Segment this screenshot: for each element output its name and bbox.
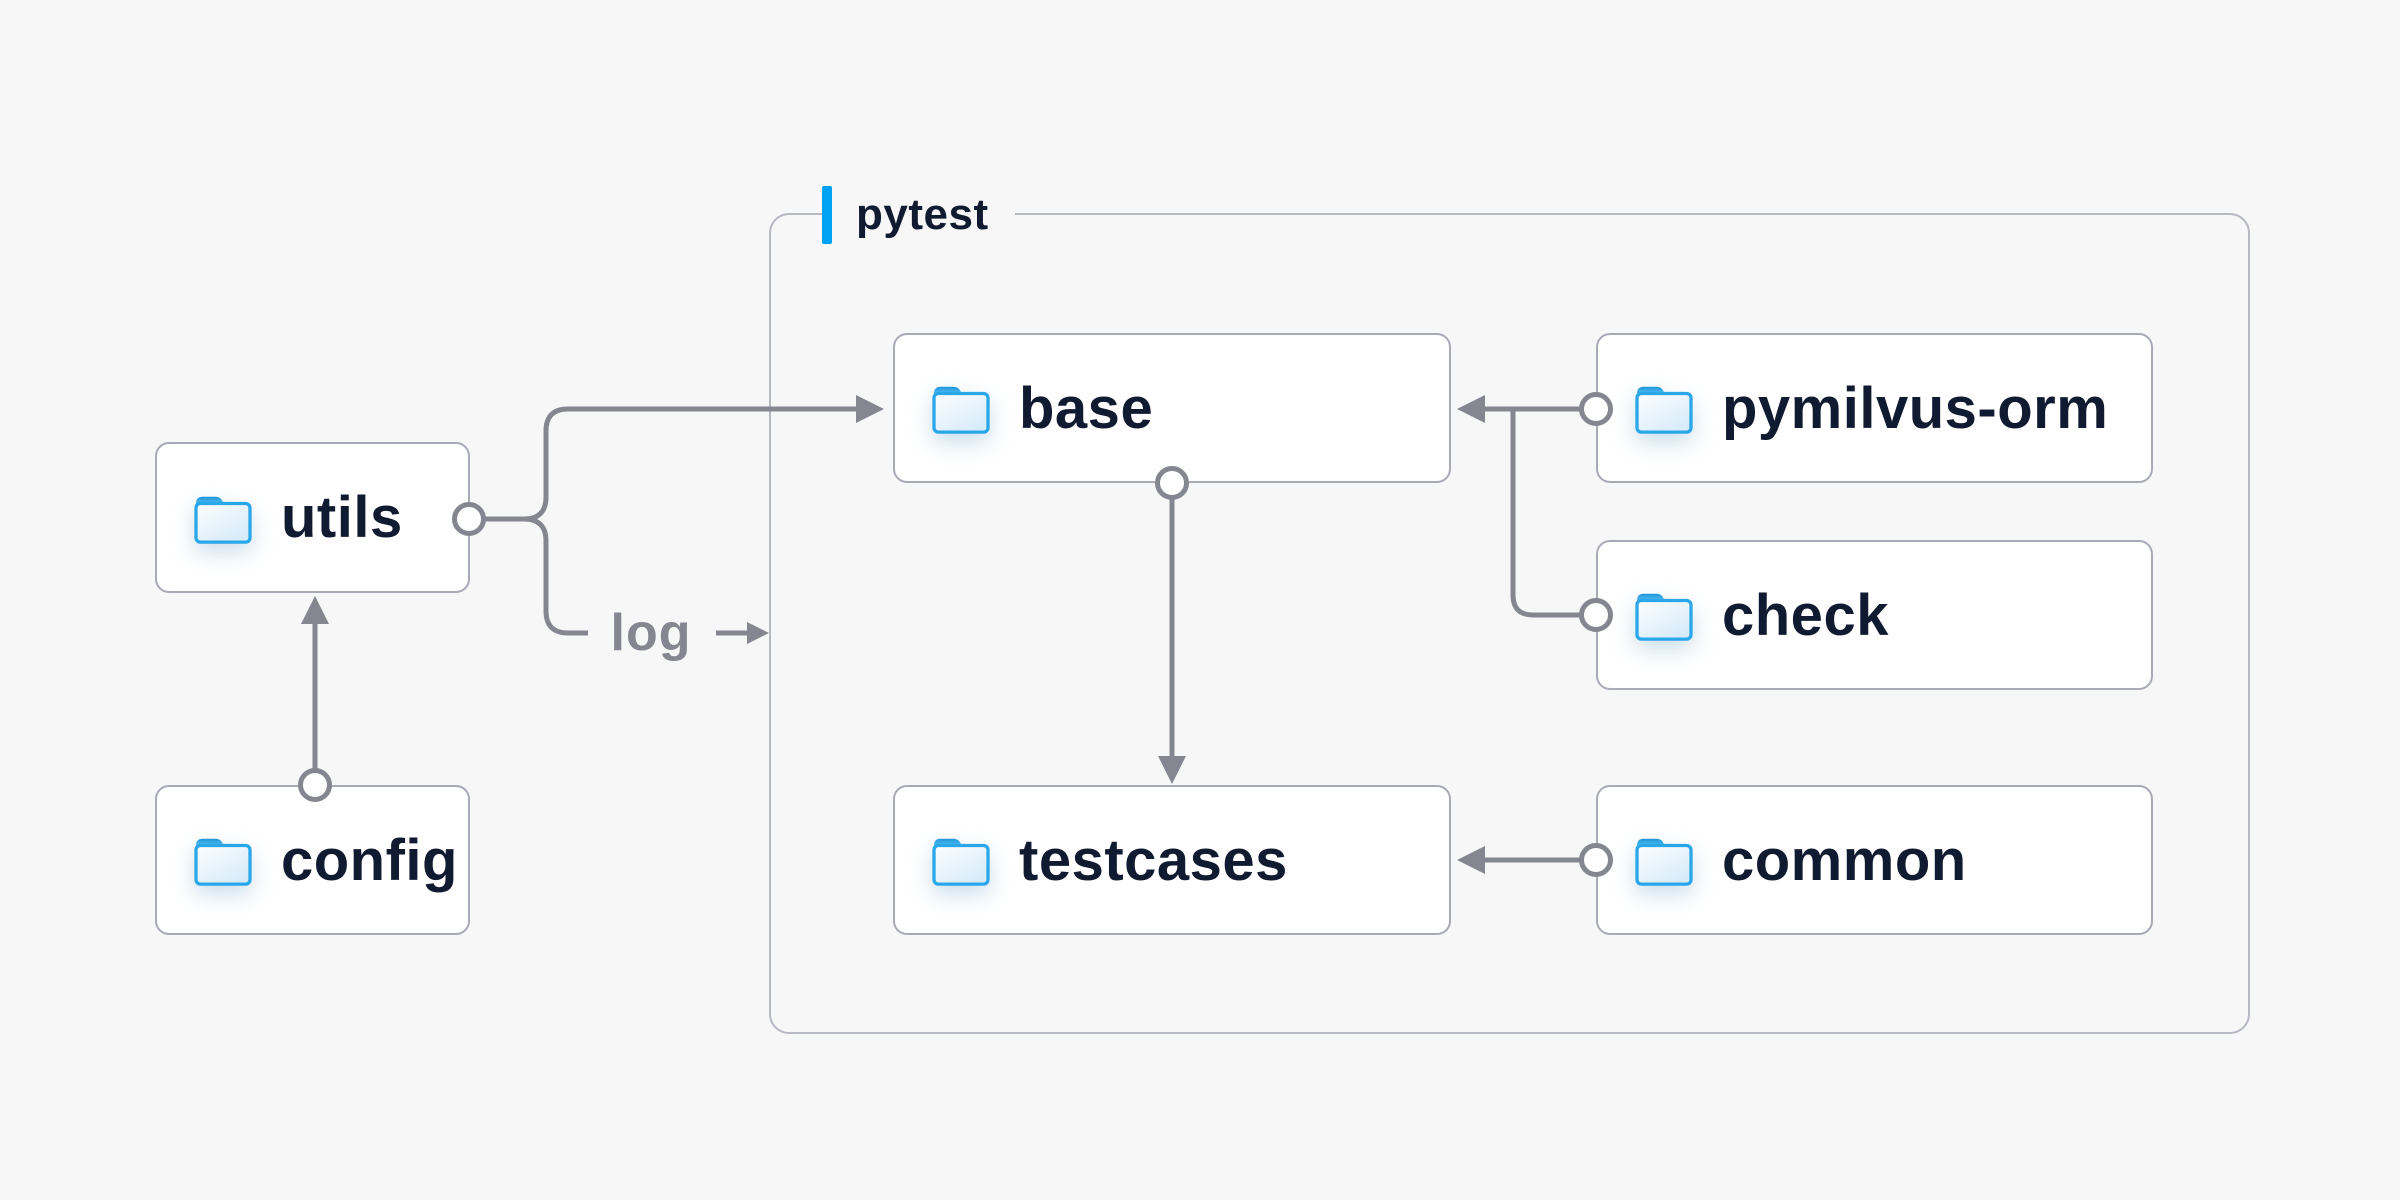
node-check: check (1596, 540, 2153, 690)
edge-config-to-utils-arrowhead (301, 596, 329, 624)
edge-utils-to-log-line (484, 516, 588, 636)
node-pymilvus-orm: pymilvus-orm (1596, 333, 2153, 483)
node-common-label: common (1722, 827, 1967, 893)
pytest-group-label: pytest (822, 184, 1015, 246)
folder-icon (191, 491, 255, 545)
folder-icon (1632, 833, 1696, 887)
folder-icon (1632, 381, 1696, 435)
node-testcases-label: testcases (1019, 827, 1288, 893)
node-base-label: base (1019, 375, 1154, 441)
node-testcases: testcases (893, 785, 1451, 935)
pytest-group-box (769, 213, 2250, 1034)
folder-icon (1632, 588, 1696, 642)
node-config-label: config (281, 827, 458, 893)
node-pymilvus-orm-label: pymilvus-orm (1722, 375, 2109, 441)
folder-icon (191, 833, 255, 887)
edge-log-to-group-arrowhead (747, 622, 769, 644)
folder-icon (929, 833, 993, 887)
node-base: base (893, 333, 1451, 483)
edge-label-log: log (610, 604, 692, 662)
node-utils-label: utils (281, 485, 403, 550)
accent-bar (822, 186, 832, 244)
node-common: common (1596, 785, 2153, 935)
node-config: config (155, 785, 470, 935)
pytest-group-title: pytest (856, 190, 989, 239)
node-utils: utils (155, 442, 470, 593)
node-check-label: check (1722, 582, 1889, 648)
folder-icon (929, 381, 993, 435)
